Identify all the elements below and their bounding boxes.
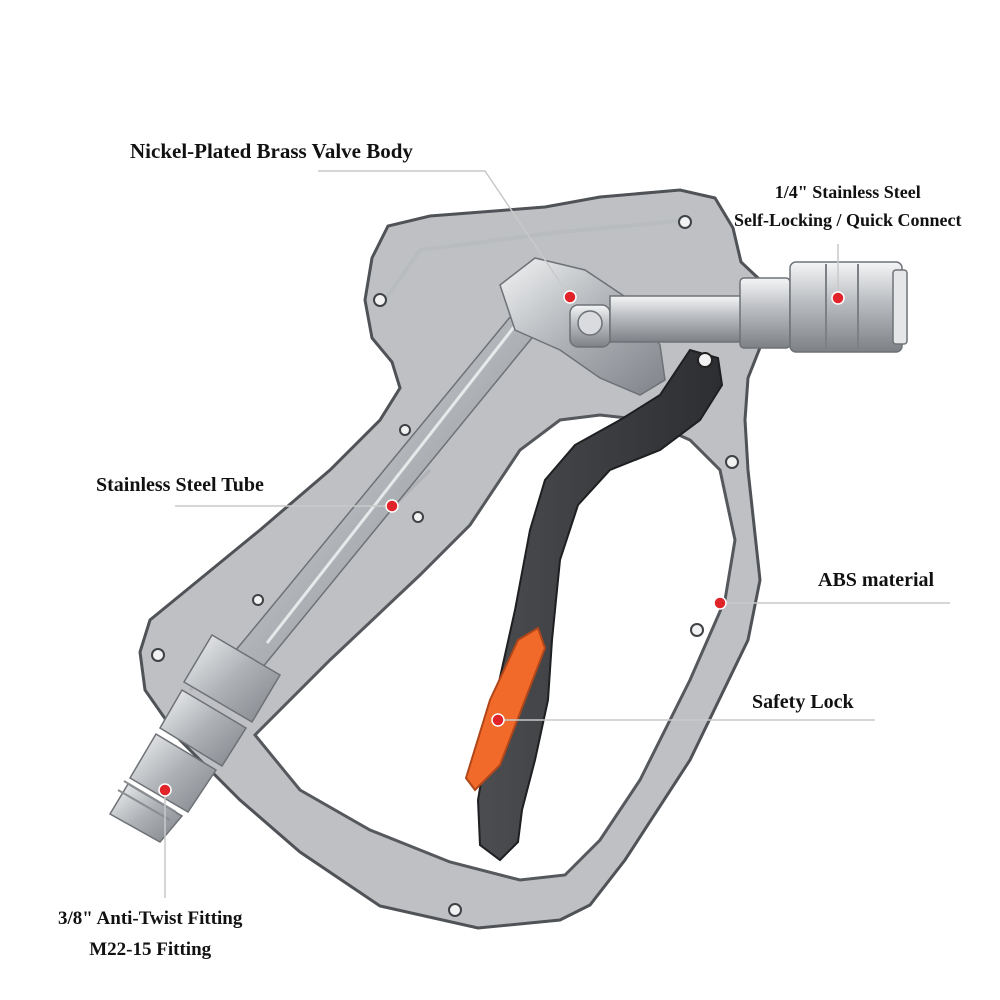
anti-twist-fitting xyxy=(108,633,282,843)
label-valve-body: Nickel-Plated Brass Valve Body xyxy=(130,139,413,163)
label-abs: ABS material xyxy=(818,569,935,591)
label-fitting-line1: 3/8" Anti-Twist Fitting xyxy=(58,908,243,929)
label-tube: Stainless Steel Tube xyxy=(96,474,264,496)
marker-quick-connect xyxy=(831,291,845,305)
label-quick-connect-line2: Self-Locking / Quick Connect xyxy=(734,210,962,230)
marker-fitting xyxy=(158,783,172,797)
label-quick-connect-line1: 1/4" Stainless Steel xyxy=(774,182,921,202)
valve-body xyxy=(499,257,666,396)
callout-markers xyxy=(158,290,845,797)
leader-lines xyxy=(164,170,950,898)
marker-safety-lock xyxy=(491,713,505,727)
quick-connect xyxy=(609,261,908,353)
label-safety-lock: Safety Lock xyxy=(752,691,854,713)
marker-tube xyxy=(385,499,399,513)
trigger-lever xyxy=(464,348,724,862)
label-fitting: 3/8" Anti-Twist Fitting M22-15 Fitting xyxy=(58,903,242,965)
label-quick-connect: 1/4" Stainless Steel Self-Locking / Quic… xyxy=(734,178,962,234)
label-fitting-line2: M22-15 Fitting xyxy=(89,939,212,960)
leader-valve-body xyxy=(318,170,571,298)
marker-valve-body xyxy=(563,290,577,304)
marker-abs xyxy=(713,596,727,610)
